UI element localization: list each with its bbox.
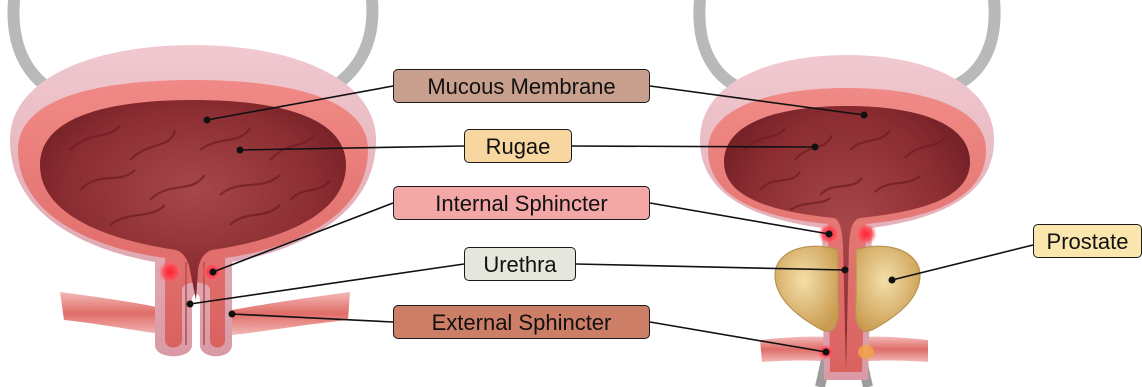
right-internal-sphincter-hotspot-b (855, 223, 877, 245)
label-internal-sphincter: Internal Sphincter (393, 186, 650, 220)
leader-rugae-right (572, 146, 815, 147)
label-prostate: Prostate (1033, 224, 1142, 258)
right-ureter-right (950, 0, 995, 88)
right-ureter-left (699, 0, 740, 88)
prostate-lobe-left (775, 246, 838, 331)
left-external-sphincter-band-r (232, 292, 350, 335)
left-external-sphincter-band (60, 292, 170, 335)
label-urethra: Urethra (464, 247, 576, 281)
left-internal-sphincter-hotspot-a (158, 260, 182, 284)
right-bladder (699, 0, 994, 387)
prostate-lobe-right (856, 246, 920, 331)
label-rugae: Rugae (464, 129, 572, 163)
label-mucous-membrane: Mucous Membrane (393, 69, 650, 103)
right-external-sphincter-hotspot-b (858, 345, 874, 359)
label-external-sphincter: External Sphincter (393, 305, 650, 339)
left-bladder-cavity (40, 100, 346, 300)
